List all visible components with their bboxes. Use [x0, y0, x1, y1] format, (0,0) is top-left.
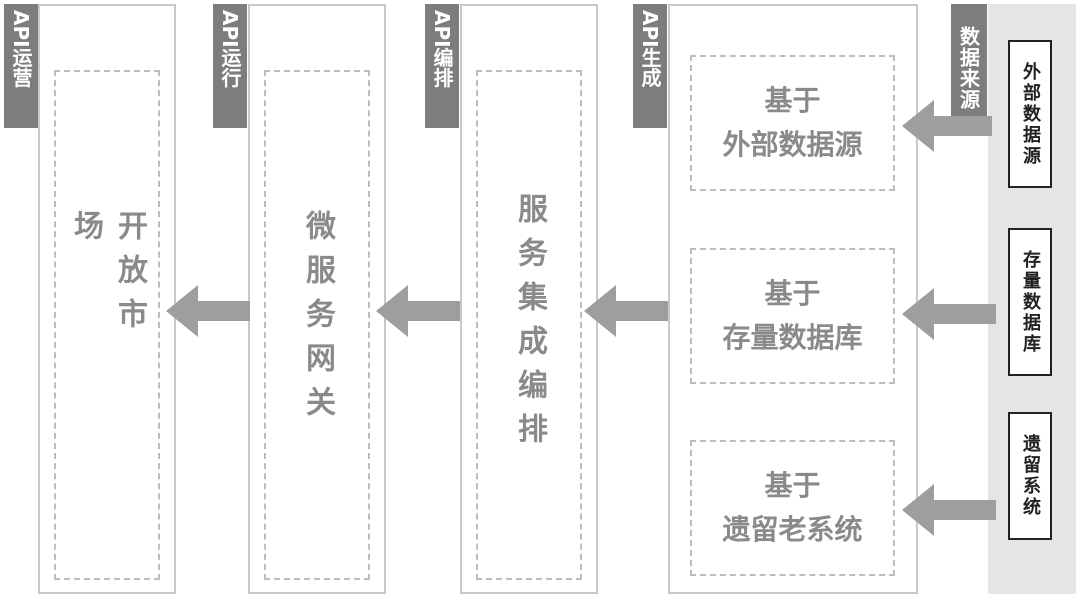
- source-box-external: 外部数据源: [1008, 40, 1052, 188]
- stage-generation-tag: API生成: [633, 4, 667, 128]
- source-box-legacy: 遗留系统: [1008, 412, 1052, 540]
- source-box-legacy-text: 遗留系统: [1020, 434, 1041, 518]
- source-box-database-text: 存量数据库: [1020, 249, 1041, 355]
- stage-gateway-label: 微服务网关: [300, 210, 335, 430]
- generation-item-legacy: 基于 遗留老系统: [690, 440, 895, 576]
- generation-item-database-line2: 存量数据库: [722, 321, 863, 354]
- generation-item-database-line1: 基于: [764, 277, 821, 310]
- arrow-gateway-to-market: [166, 285, 250, 337]
- arrow-source-legacy: [902, 484, 996, 536]
- stage-orchestration-inner: [476, 70, 582, 580]
- stage-gateway-inner: [264, 70, 370, 580]
- stage-orchestration-tag-text: API编排: [430, 10, 454, 88]
- stage-gateway-box: [248, 4, 386, 594]
- arrow-source-database: [902, 288, 996, 340]
- generation-item-database: 基于 存量数据库: [690, 248, 895, 384]
- generation-item-external-line2: 外部数据源: [722, 128, 863, 161]
- generation-item-external: 基于 外部数据源: [690, 55, 895, 191]
- stage-market-tag: API运营: [4, 4, 38, 128]
- stage-market-label: 开放市场: [68, 210, 147, 342]
- generation-item-external-line1: 基于: [764, 84, 821, 117]
- stage-orchestration-tag: API编排: [425, 4, 459, 128]
- stage-orchestration-box: [460, 4, 598, 594]
- stage-generation-box: [668, 4, 918, 594]
- stage-generation-tag-text: API生成: [638, 10, 662, 88]
- arrow-source-external: [902, 100, 992, 152]
- generation-item-legacy-line1: 基于: [764, 469, 821, 502]
- stage-market-tag-text: API运营: [9, 10, 33, 88]
- source-box-external-text: 外部数据源: [1020, 61, 1041, 167]
- arrow-orchestration-to-gateway: [376, 285, 460, 337]
- stage-market-box: [38, 4, 176, 594]
- stage-gateway-tag-text: API运行: [218, 10, 242, 88]
- sources-tag: 数据来源: [951, 4, 987, 132]
- generation-item-legacy-line2: 遗留老系统: [722, 513, 863, 546]
- arrow-generation-to-orchestration: [584, 285, 668, 337]
- stage-orchestration-label: 服务集成编排: [512, 193, 547, 457]
- source-box-database: 存量数据库: [1008, 228, 1052, 376]
- stage-market-inner: [54, 70, 160, 580]
- sources-tag-text: 数据来源: [956, 26, 981, 110]
- stage-gateway-tag: API运行: [213, 4, 247, 128]
